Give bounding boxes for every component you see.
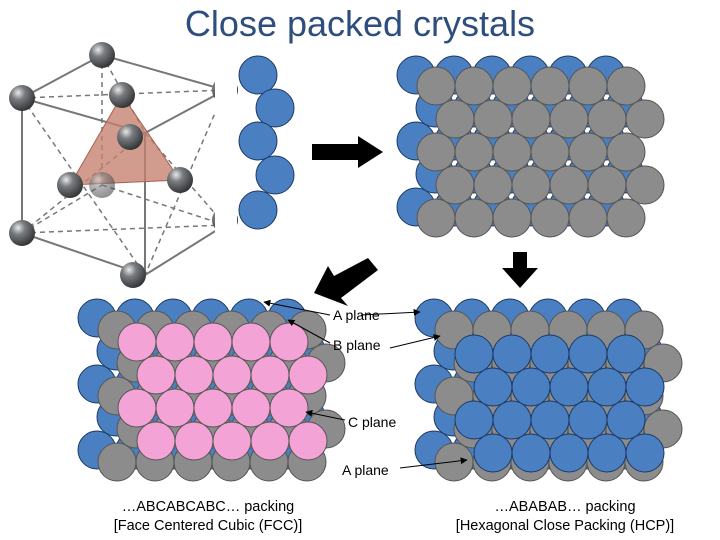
two-layer-b (416, 66, 665, 238)
arrows (312, 136, 538, 306)
sphere (549, 433, 589, 473)
sphere (435, 99, 475, 139)
arrow-down (502, 252, 538, 288)
sphere (136, 355, 176, 395)
sphere (454, 400, 494, 440)
sphere (492, 66, 532, 106)
sphere (511, 99, 551, 139)
sphere (174, 421, 214, 461)
sphere (568, 66, 608, 106)
sphere (97, 442, 137, 482)
sphere (492, 400, 532, 440)
sphere (288, 355, 328, 395)
sphere (117, 388, 157, 428)
label-b-plane: B plane (333, 337, 381, 353)
sphere (530, 132, 570, 172)
sphere (511, 433, 551, 473)
sphere (473, 99, 513, 139)
hcp-caption-line1: …ABABAB… packing (494, 499, 636, 515)
sphere (606, 400, 646, 440)
label-c-plane: C plane (348, 414, 396, 430)
sphere (549, 99, 589, 139)
label-a-plane-bottom: A plane (342, 462, 389, 478)
sphere (549, 165, 589, 205)
sphere (530, 400, 570, 440)
label-a-plane-top: A plane (333, 307, 380, 323)
hcp-caption: …ABABAB… packing [Hexagonal Close Packin… (415, 498, 715, 536)
sphere (568, 132, 608, 172)
sphere (435, 165, 475, 205)
sphere (568, 198, 608, 238)
sphere (454, 66, 494, 106)
hcp-a-top-layer (454, 334, 665, 473)
sphere (511, 165, 551, 205)
sphere (193, 322, 233, 362)
page-title: Close packed crystals (184, 3, 536, 44)
arrow-down-left (314, 258, 378, 306)
sphere (625, 367, 665, 407)
fcc-caption-line2: [Face Centered Cubic (FCC)] (113, 518, 303, 534)
sphere (587, 367, 627, 407)
sphere (492, 198, 532, 238)
sphere (231, 322, 271, 362)
sphere (454, 198, 494, 238)
sphere (269, 388, 309, 428)
sphere (549, 367, 589, 407)
plane-labels: A plane B plane C plane A plane (263, 299, 468, 478)
sphere (606, 132, 646, 172)
sphere (416, 66, 456, 106)
sphere (530, 334, 570, 374)
sphere (136, 421, 176, 461)
single-layer-strip (215, 50, 295, 235)
sphere (117, 322, 157, 362)
sphere (606, 198, 646, 238)
sphere (606, 334, 646, 374)
sphere (231, 388, 271, 428)
sphere (454, 132, 494, 172)
sphere (473, 433, 513, 473)
sphere (473, 367, 513, 407)
sphere (212, 355, 252, 395)
sphere (568, 334, 608, 374)
fcc-unit-cell (9, 42, 238, 288)
sphere (587, 99, 627, 139)
sphere (625, 165, 665, 205)
sphere (492, 132, 532, 172)
sphere (511, 367, 551, 407)
sphere (288, 421, 328, 461)
sphere (416, 132, 456, 172)
sphere (174, 355, 214, 395)
fcc-c-layer (117, 322, 328, 461)
sphere (473, 165, 513, 205)
sphere (587, 433, 627, 473)
arrow-right (312, 136, 383, 168)
sphere (530, 66, 570, 106)
fcc-caption-line1: …ABCABCABC… packing (121, 499, 295, 515)
sphere (568, 400, 608, 440)
sphere (625, 99, 665, 139)
sphere (212, 421, 252, 461)
hcp-caption-line2: [Hexagonal Close Packing (HCP)] (455, 518, 675, 534)
sphere (269, 322, 309, 362)
sphere (155, 322, 195, 362)
sphere (416, 198, 456, 238)
sphere (454, 334, 494, 374)
sphere (250, 355, 290, 395)
sphere (606, 66, 646, 106)
sphere (492, 334, 532, 374)
sphere (625, 433, 665, 473)
sphere (587, 165, 627, 205)
sphere (193, 388, 233, 428)
fcc-caption: …ABCABCABC… packing [Face Centered Cubic… (78, 498, 338, 536)
sphere (155, 388, 195, 428)
sphere (530, 198, 570, 238)
sphere (250, 421, 290, 461)
